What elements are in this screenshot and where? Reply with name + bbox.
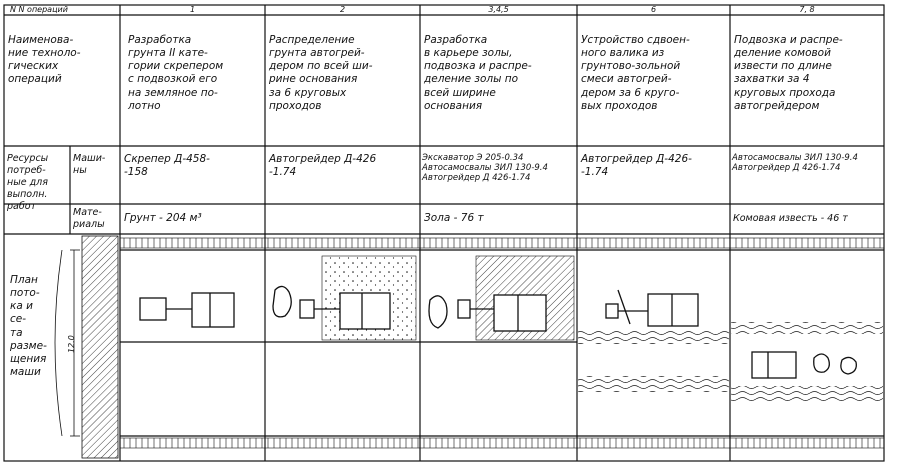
operation-5: Подвозка и распре- деление комовой извес… xyxy=(734,34,843,112)
machines-label: Маши- ны xyxy=(73,153,106,176)
dimension-label: 12.0 xyxy=(67,335,76,353)
scraper-icon xyxy=(139,292,235,328)
col-number-4: 6 xyxy=(650,5,657,14)
left-shoulder-hatch xyxy=(81,235,119,459)
materials-4 xyxy=(577,205,730,234)
operations-label: Наименова- ние техноло- гических операци… xyxy=(8,34,81,86)
machines-5: Автосамосвалы ЗИЛ 130-9.4 Автогрейдер Д … xyxy=(732,153,858,174)
materials-5: Комовая известь - 46 т xyxy=(733,213,848,224)
grader-icon-col2 xyxy=(272,285,391,330)
grader-icon-col4 xyxy=(605,289,699,327)
machines-4: Автогрейдер Д-426- -1.74 xyxy=(581,153,692,179)
operation-1: Разработка грунта II кате- гории скрепер… xyxy=(128,34,224,112)
lime-band xyxy=(731,322,883,334)
machines-1: Скрепер Д-458- -158 xyxy=(124,153,210,179)
operation-3: Разработка в карьере золы, подвозка и ра… xyxy=(424,34,532,112)
col-number-1: 1 xyxy=(189,5,196,14)
col-number-5: 7, 8 xyxy=(799,5,815,14)
materials-3: Зола - 76 т xyxy=(424,212,484,224)
machines-3: Экскаватор Э 205-0.34 Автосамосвалы ЗИЛ … xyxy=(422,153,548,184)
col-number-2: 2 xyxy=(339,5,346,14)
col-number-3: 3,4,5 xyxy=(488,5,509,14)
operation-2: Распределение грунта автогрей- дером по … xyxy=(269,34,373,112)
excavator-icon xyxy=(428,294,547,332)
materials-label: Мате- риалы xyxy=(73,207,105,230)
plan-label: План пото- ка и се- та разме- щения маши xyxy=(10,274,47,378)
operation-4: Устройство сдвоен- ного валика из грунто… xyxy=(581,34,690,112)
materials-1: Грунт - 204 м³ xyxy=(124,212,202,224)
header-row-label: N N операций xyxy=(10,5,68,14)
windrow-band xyxy=(578,330,729,344)
resources-label: Ресурсы потреб- ные для выполн. работ xyxy=(7,153,49,212)
truck-icon xyxy=(751,351,857,379)
machines-2: Автогрейдер Д-426 -1.74 xyxy=(269,153,377,179)
materials-2 xyxy=(265,205,420,234)
